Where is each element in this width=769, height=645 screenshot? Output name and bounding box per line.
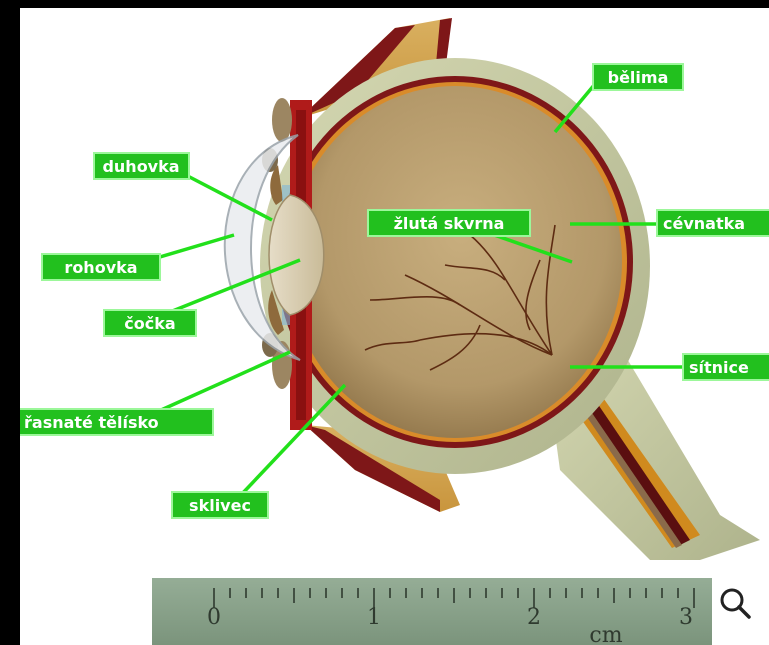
ruler-label-2: 2 — [527, 605, 541, 630]
label-cevnatka: cévnatka — [657, 210, 769, 236]
label-cocka: čočka — [104, 310, 196, 336]
label-rasnate-telisko-text: řasnaté tělísko — [24, 413, 159, 432]
label-cocka-text: čočka — [124, 314, 175, 333]
ruler-label-0: 0 — [207, 605, 221, 630]
magnifier-icon — [712, 578, 764, 630]
label-duhovka-text: duhovka — [102, 157, 179, 176]
label-sitnice-text: sítnice — [689, 358, 749, 377]
label-rasnate-telisko: řasnaté tělísko — [20, 409, 213, 435]
eye-diagram: bělima duhovka žlutá skvrna cévnatka roh… — [20, 8, 769, 645]
image-viewer: bělima duhovka žlutá skvrna cévnatka roh… — [20, 8, 769, 645]
ruler-unit: cm — [589, 623, 622, 645]
label-sklivec-text: sklivec — [189, 496, 251, 515]
label-duhovka: duhovka — [94, 153, 189, 179]
label-rohovka-text: rohovka — [64, 258, 137, 277]
ruler-label-1: 1 — [367, 605, 381, 630]
label-belima-text: bělima — [608, 68, 669, 87]
label-rohovka: rohovka — [42, 254, 160, 280]
label-cevnatka-text: cévnatka — [663, 214, 745, 233]
ruler-label-3: 3 — [679, 605, 693, 630]
label-sklivec: sklivec — [172, 492, 268, 518]
scale-ruler: 0 1 2 3 cm — [152, 578, 712, 645]
label-sitnice: sítnice — [683, 354, 769, 380]
label-zluta-skvrna-text: žlutá skvrna — [394, 214, 505, 233]
label-zluta-skvrna: žlutá skvrna — [368, 210, 530, 236]
zoom-button[interactable] — [712, 578, 764, 630]
label-belima: bělima — [593, 64, 683, 90]
